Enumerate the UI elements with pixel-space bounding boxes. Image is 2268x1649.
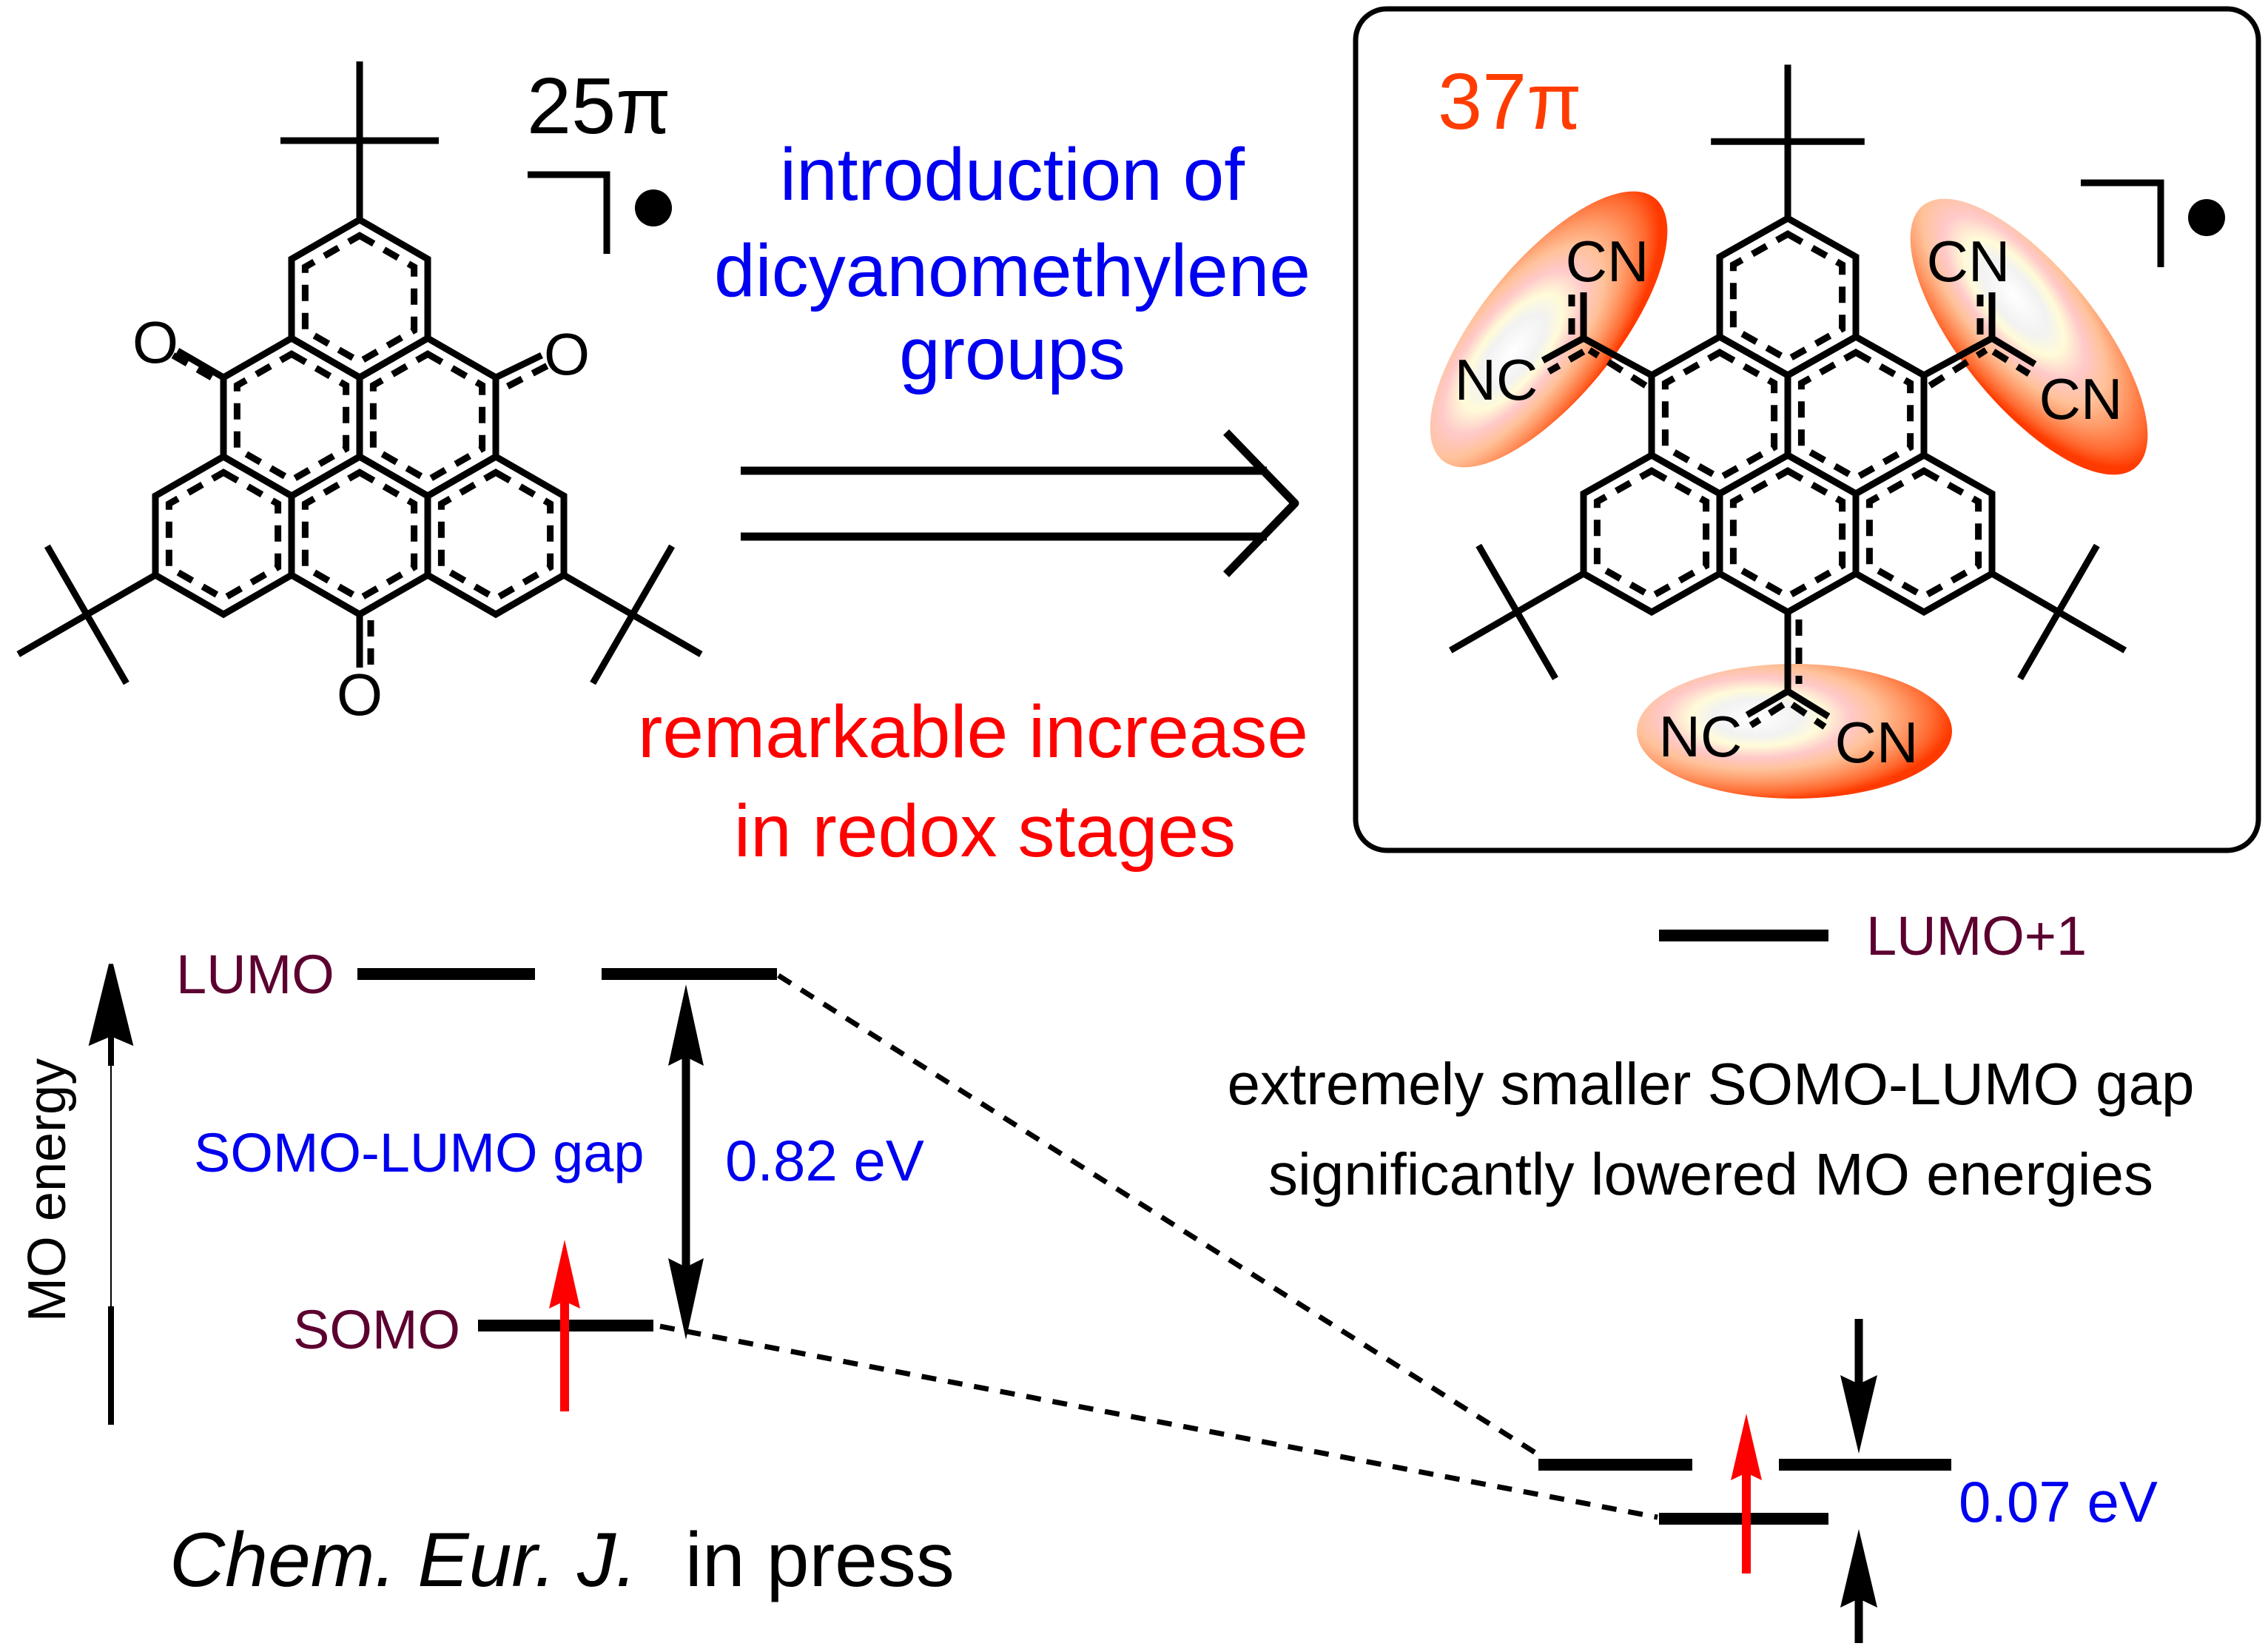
cn-label-right-top: CN: [1927, 229, 2010, 294]
ring-aromatic-dash-2: [369, 350, 486, 484]
pi-count-25: 25π: [527, 61, 671, 150]
left-molecule-bonds: [16, 61, 703, 685]
electron-spin-up-icon-right: [1731, 1414, 1762, 1574]
carbonyl-right: [494, 352, 543, 381]
ring-aromatic-dash-4: [1729, 467, 1846, 600]
energy-axis-arrow-icon: [88, 964, 134, 1425]
gap-double-arrow-icon: [668, 984, 704, 1340]
pi-count-37: 37π: [1438, 56, 1582, 146]
oxygen-label-right: O: [544, 321, 590, 387]
effect-line-1: remarkable increase: [638, 691, 1308, 773]
gap-label: SOMO-LUMO gap: [194, 1122, 645, 1183]
tbu-bottom-right-tip: [2056, 608, 2127, 654]
trioxotriangulene-structure: O O O 25π: [16, 61, 703, 728]
dcm-left-double-dash: [1587, 347, 1648, 389]
intro-line-2: dicyanomethylene: [714, 229, 1310, 312]
cn-label-right: CN: [2039, 366, 2123, 431]
carbonyl-right-dash: [505, 363, 550, 389]
intro-line-3: groups: [899, 312, 1125, 395]
somo-label: SOMO: [293, 1299, 460, 1360]
dcm-left-nc-dash: [1547, 349, 1586, 375]
tbu-bottom-left-stem: [1515, 571, 1586, 615]
dcm-right-double: [1922, 335, 1994, 378]
ring-aromatic-dash-4: [301, 468, 418, 602]
mo-energy-diagram: MO energy LUMO SOMO-LUMO gap 0.82 eV SOM…: [18, 905, 2194, 1643]
dicyanomethylene-highlight-right: [1910, 198, 2148, 475]
gap-value-right: 0.07 eV: [1959, 1469, 2158, 1534]
tricyanomethylene-triangulene-structure: 37π CN NC CN CN NC CN: [1353, 6, 2261, 853]
highlight-box: [1353, 6, 2261, 853]
carbonyl-left-dash: [169, 352, 214, 380]
dcm-left-double: [1581, 335, 1654, 378]
citation-journal: Chem. Eur. J.: [169, 1517, 637, 1603]
oxygen-label-bottom: O: [337, 662, 383, 728]
tbu-bottom-left-stem: [85, 572, 158, 618]
dcm-right-cn-dash: [1991, 349, 2031, 377]
tbu-bottom-left-tip: [1448, 608, 1519, 654]
dcm-bottom-cn: [1786, 688, 1831, 719]
ring-aromatic-dash-1: [233, 350, 350, 484]
dcm-right-cn: [1990, 335, 2037, 367]
tbu-bottom-right-tip: [630, 611, 703, 657]
tbu-bottom-left-tip: [16, 611, 89, 657]
dcm-right-double-dash: [1928, 347, 1988, 389]
ring-3: [1580, 451, 1723, 617]
ring-5: [1852, 451, 1996, 617]
ring-aromatic-dash-5: [437, 468, 554, 602]
ring-4: [288, 452, 431, 619]
nc-label-left: NC: [1455, 347, 1538, 412]
note-line-2: significantly lowered MO energies: [1268, 1141, 2153, 1207]
note-line-1: extremely smaller SOMO-LUMO gap: [1228, 1051, 2195, 1117]
right-molecule-bonds: [1448, 64, 2127, 730]
electron-spin-up-icon-left: [549, 1240, 580, 1411]
dcm-bottom-nc: [1745, 688, 1790, 718]
lumo-label: LUMO: [176, 944, 334, 1005]
ring-aromatic-dash-3: [1593, 467, 1710, 600]
ring-3: [152, 452, 295, 619]
ring-5: [424, 452, 568, 619]
ring-aromatic-dash-2: [1797, 349, 1914, 482]
gap-value-left: 0.82 eV: [725, 1128, 924, 1193]
somo-correlation-line: [659, 1323, 1658, 1520]
dicyanomethylene-highlight-bottom: [1637, 664, 1952, 799]
lumo-plus-1-label: LUMO+1: [1866, 905, 2087, 967]
ring-aromatic-dash-0: [1729, 230, 1846, 363]
citation: Chem. Eur. J. in press: [169, 1517, 955, 1603]
tbu-bottom-right-stem: [562, 572, 634, 618]
radical-dot-right: [2188, 199, 2225, 236]
citation-status: in press: [685, 1517, 955, 1603]
dcm-bottom-cn-dash: [1790, 702, 1827, 730]
dcm-left-nc: [1541, 335, 1586, 363]
radical-bracket-left: [528, 171, 610, 254]
energy-axis-label: MO energy: [18, 1058, 77, 1322]
radical-bracket-right: [2081, 179, 2164, 267]
tbu-bottom-right-stem: [1990, 571, 2061, 615]
transformation-text: introduction of dicyanomethylene groups …: [638, 133, 1310, 873]
dcm-bottom-nc-dash: [1749, 702, 1786, 728]
intro-line-1: introduction of: [780, 133, 1245, 216]
double-arrow-icon: [741, 429, 1299, 577]
ring-4: [1716, 451, 1860, 617]
effect-line-2: in redox stages: [734, 790, 1236, 873]
ring-aromatic-dash-0: [301, 232, 418, 366]
ring-aromatic-dash-5: [1865, 467, 1982, 600]
cn-label-bottom: CN: [1835, 710, 1919, 775]
nc-label-bottom: NC: [1659, 704, 1743, 769]
ring-aromatic-dash-3: [165, 468, 282, 602]
ring-aromatic-dash-1: [1661, 349, 1778, 482]
carbonyl-left: [175, 348, 226, 380]
radical-dot-left: [635, 189, 672, 226]
cn-label-left-top: CN: [1566, 229, 1649, 294]
lumo-correlation-line: [777, 973, 1541, 1457]
dicyanomethylene-highlight-left: [1430, 191, 1668, 468]
gap-converging-arrows-icon: [1840, 1319, 1877, 1643]
oxygen-label-left: O: [132, 309, 178, 375]
